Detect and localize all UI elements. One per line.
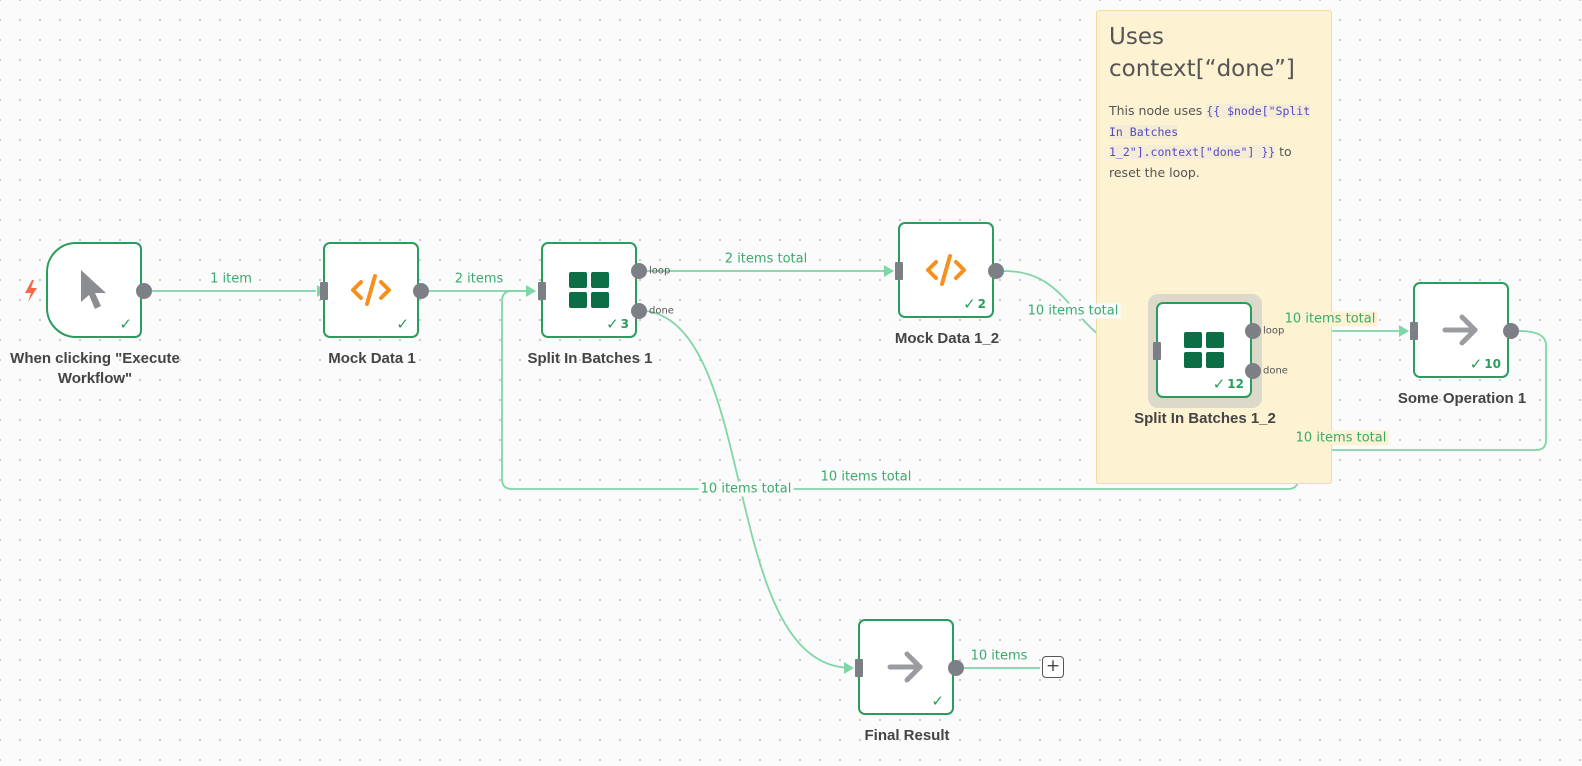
node-final-result[interactable]: ✓ [858, 619, 954, 715]
sticky-note-body: This node uses {{ $node["Split In Batche… [1109, 101, 1319, 182]
node-status: ✓3 [606, 315, 629, 333]
edge-label: 10 items total [1025, 303, 1121, 319]
input-port[interactable] [1410, 322, 1418, 340]
edge-label: 10 items total [1293, 430, 1389, 446]
success-check-icon: ✓ [931, 692, 944, 710]
port-label-loop: loop [649, 265, 671, 277]
node-split-in-batches-1[interactable]: ✓3 [541, 242, 637, 338]
output-port[interactable] [136, 283, 152, 299]
node-status: ✓2 [963, 295, 986, 313]
arrow-right-icon [860, 621, 952, 713]
arrowhead [1399, 325, 1409, 337]
input-port[interactable] [1153, 342, 1161, 360]
output-port[interactable] [948, 660, 964, 676]
grid-icon [1158, 304, 1250, 396]
node-some-operation-1[interactable]: ✓10 [1413, 282, 1509, 378]
code-icon [325, 244, 417, 336]
edge-label: 1 item [208, 271, 254, 287]
input-port[interactable] [895, 262, 903, 280]
output-port[interactable] [413, 283, 429, 299]
edge-label: 2 items total [722, 251, 810, 267]
grid-icon [543, 244, 635, 336]
node-label: Mock Data 1_2 [894, 330, 1000, 347]
sticky-note-text-end: to reset the loop. [1109, 144, 1292, 180]
output-port[interactable] [1503, 323, 1519, 339]
output-port[interactable] [988, 263, 1004, 279]
port-label-loop: loop [1263, 325, 1285, 337]
sticky-note[interactable]: Uses context[“done”] This node uses {{ $… [1096, 10, 1332, 484]
arrow-right-icon [1415, 284, 1507, 376]
connection-split1-done-to-final[interactable] [646, 310, 853, 669]
node-label: Some Operation 1 [1397, 390, 1527, 407]
sticky-note-title: Uses context[“done”] [1109, 24, 1295, 82]
node-status: ✓ [396, 315, 411, 333]
sticky-note-text: This node uses [1109, 103, 1207, 118]
arrowhead [526, 285, 536, 297]
code-icon [900, 224, 992, 316]
input-port[interactable] [538, 282, 546, 300]
arrowhead [844, 662, 854, 674]
node-label: When clicking "Execute Workflow" [10, 350, 180, 387]
trigger-bolt-icon [25, 280, 37, 302]
edge-label: 10 items [968, 648, 1030, 664]
success-check-icon: ✓ [1469, 355, 1483, 373]
success-check-icon: ✓ [119, 315, 132, 333]
output-port-done[interactable] [1245, 363, 1261, 379]
node-status: ✓ [931, 692, 946, 710]
output-port-loop[interactable] [1245, 323, 1261, 339]
success-check-icon: ✓ [396, 315, 409, 333]
port-label-done: done [1263, 365, 1288, 377]
node-status: ✓12 [1212, 375, 1244, 393]
output-port-loop[interactable] [631, 263, 647, 279]
cursor-icon [48, 244, 140, 336]
node-label: Split In Batches 1 [527, 350, 653, 367]
node-trigger[interactable]: ✓ [46, 242, 142, 338]
input-port[interactable] [855, 659, 863, 677]
edge-label: 10 items total [698, 481, 794, 497]
node-split-in-batches-1-2[interactable]: ✓12 [1156, 302, 1252, 398]
node-label: Final Result [864, 727, 950, 744]
node-status: ✓ [119, 315, 134, 333]
port-label-done: done [649, 305, 674, 317]
success-check-icon: ✓ [963, 295, 976, 313]
add-node-button[interactable]: + [1042, 656, 1064, 678]
node-label: Mock Data 1 [328, 350, 416, 367]
edge-label: 2 items [452, 271, 506, 287]
node-label: Split In Batches 1_2 [1134, 410, 1276, 427]
edge-label: 10 items total [1282, 311, 1378, 327]
edge-label: 10 items total [818, 469, 914, 485]
node-mock-data-1-2[interactable]: ✓2 [898, 222, 994, 318]
input-port[interactable] [320, 282, 328, 300]
output-port-done[interactable] [631, 303, 647, 319]
node-mock-data-1[interactable]: ✓ [323, 242, 419, 338]
arrowhead [884, 265, 894, 277]
node-status: ✓10 [1469, 355, 1501, 373]
success-check-icon: ✓ [1212, 375, 1226, 393]
success-check-icon: ✓ [606, 315, 619, 333]
